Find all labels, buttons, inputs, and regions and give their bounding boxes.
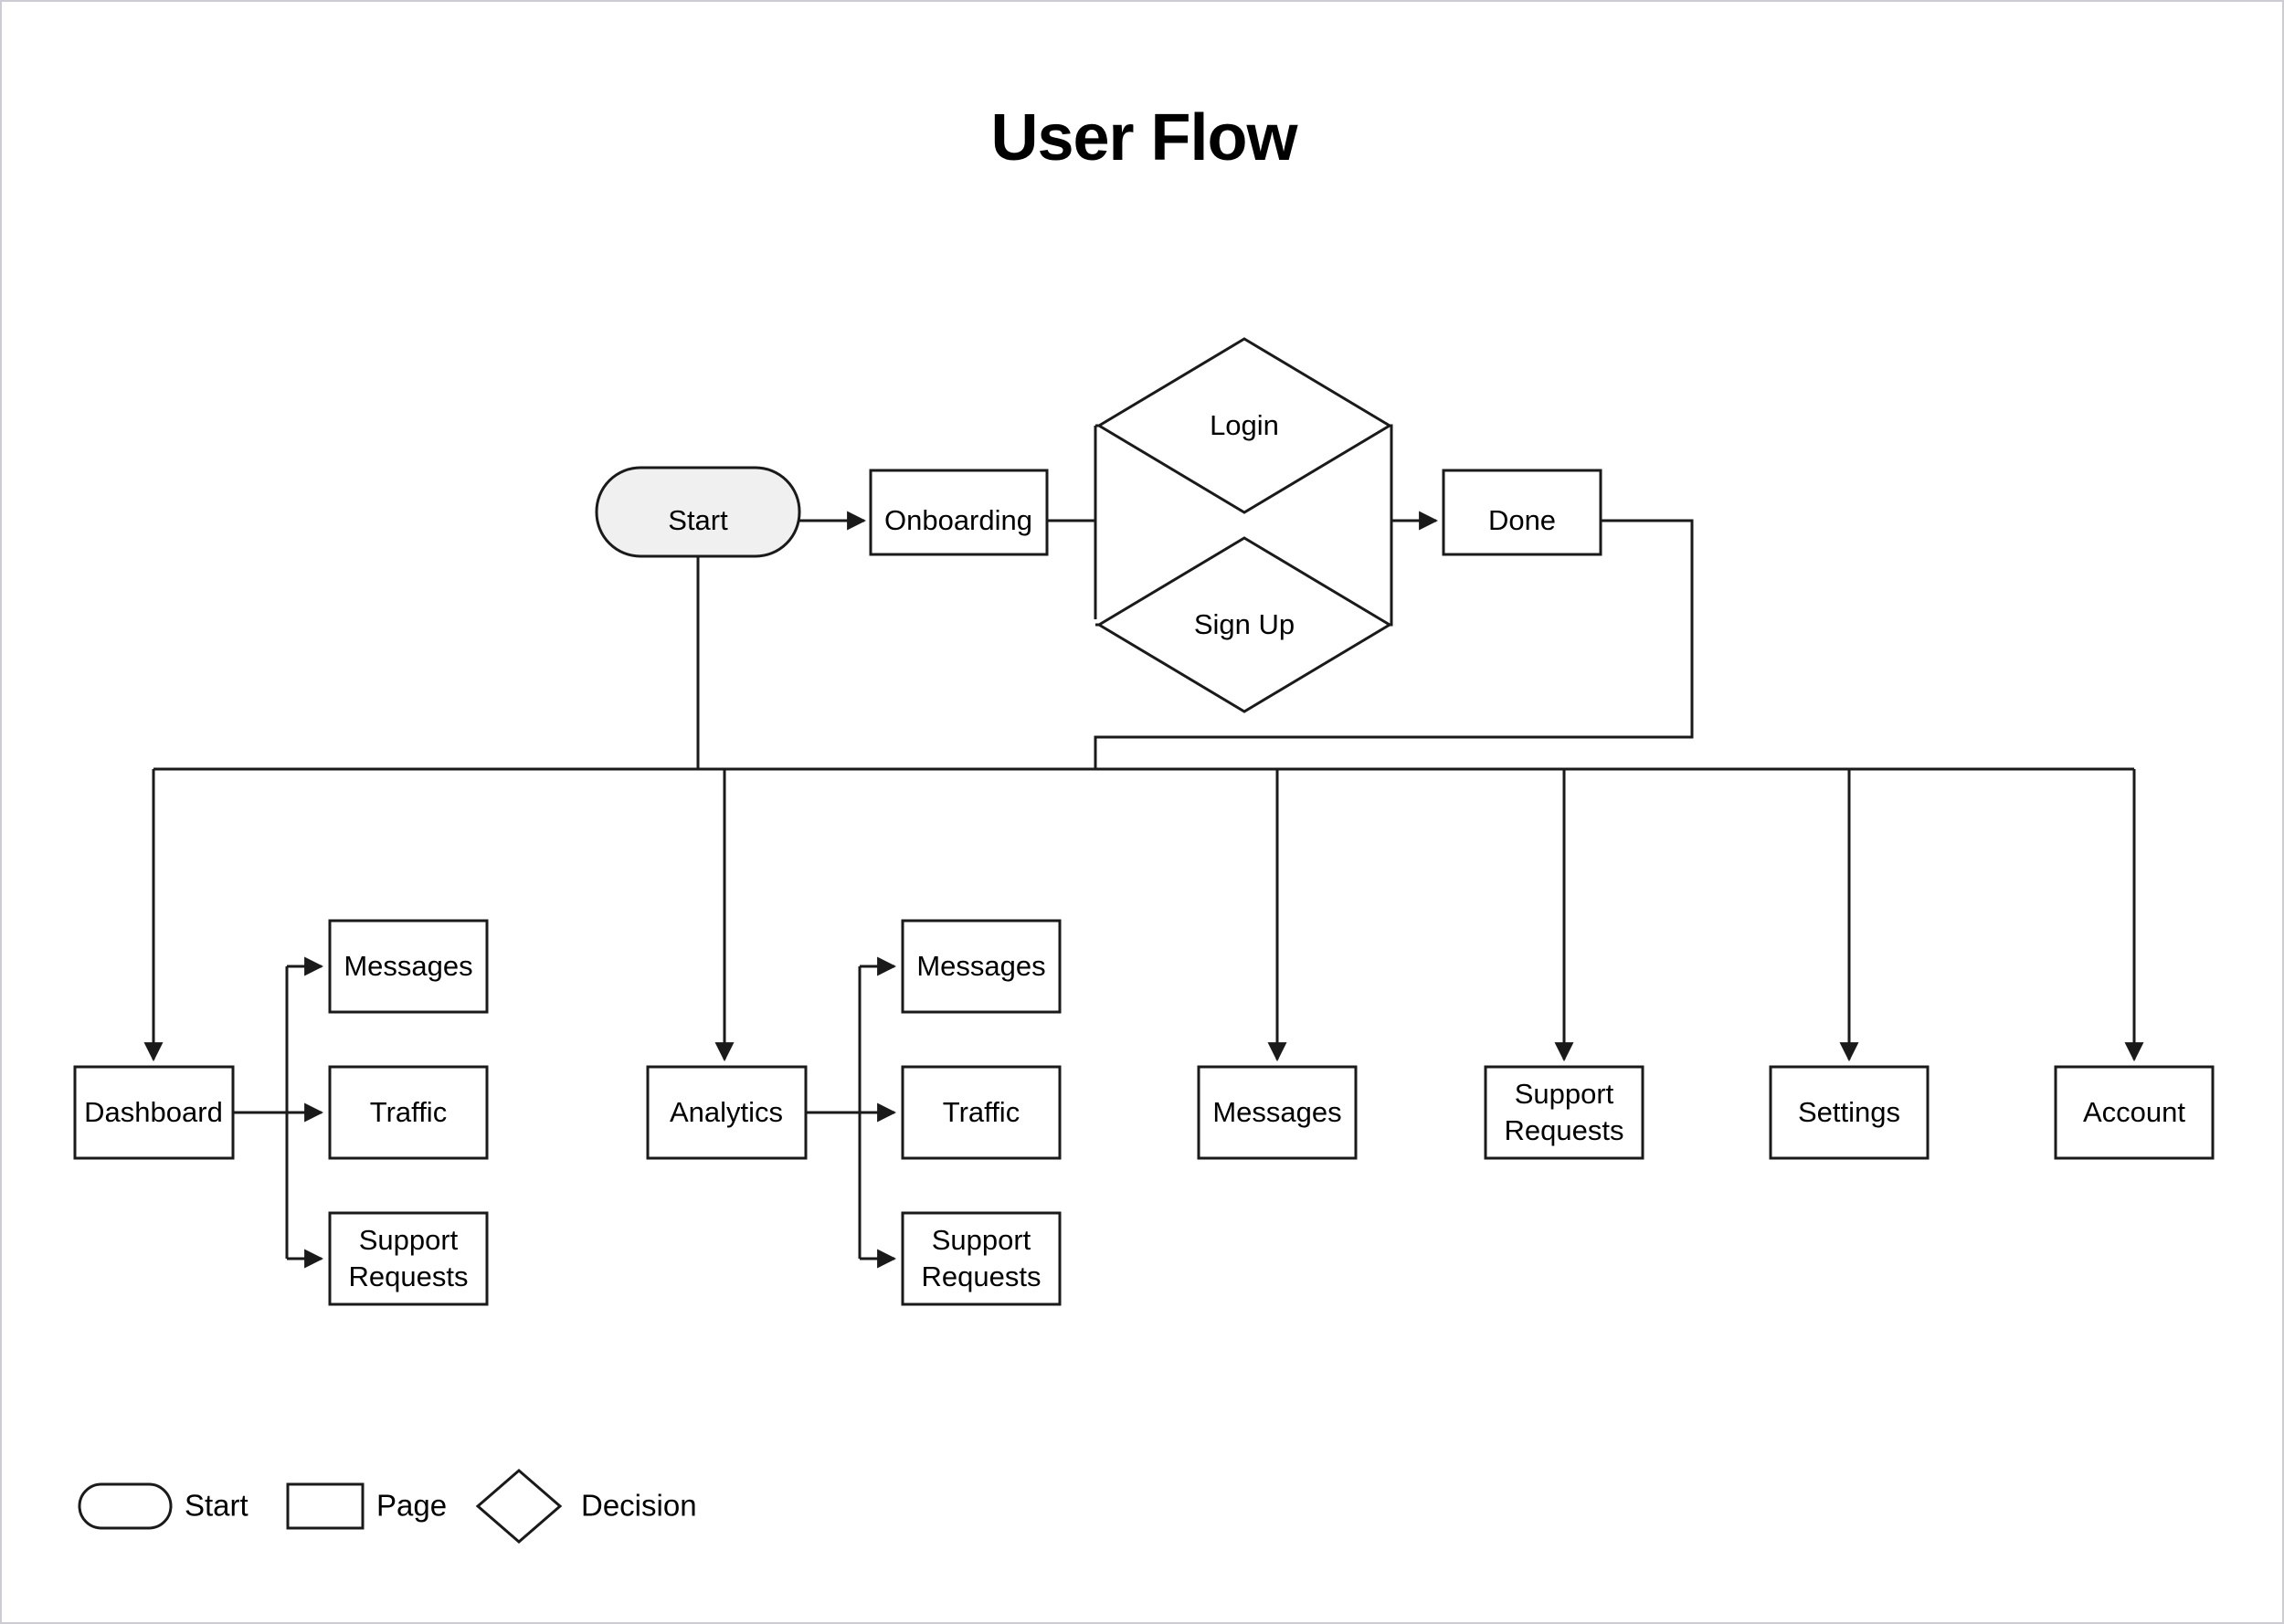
legend: Start Page Decision bbox=[78, 1469, 697, 1544]
legend-page-label: Page bbox=[376, 1489, 447, 1523]
node-dashboard-traffic[interactable]: Traffic bbox=[328, 1065, 489, 1160]
edge-login-to-merge bbox=[1390, 424, 1393, 521]
node-support-requests-label-line2: Requests bbox=[1505, 1114, 1624, 1146]
node-start-label: Start bbox=[668, 504, 728, 536]
legend-decision-shape-icon bbox=[475, 1469, 563, 1544]
node-dashboard-messages[interactable]: Messages bbox=[328, 919, 489, 1014]
node-analytics[interactable]: Analytics bbox=[646, 1065, 808, 1160]
node-settings[interactable]: Settings bbox=[1769, 1065, 1930, 1160]
node-analytics-label: Analytics bbox=[670, 1096, 783, 1128]
edge-done-to-bus bbox=[1094, 519, 1694, 769]
node-dashboard-support-requests[interactable]: Support Requests bbox=[328, 1211, 489, 1306]
legend-start-shape-icon bbox=[78, 1482, 173, 1530]
node-analytics-traffic[interactable]: Traffic bbox=[901, 1065, 1062, 1160]
node-analytics-messages[interactable]: Messages bbox=[901, 919, 1062, 1014]
node-dashboard-messages-label: Messages bbox=[344, 950, 472, 982]
node-support-requests[interactable]: Support Requests bbox=[1484, 1065, 1644, 1160]
node-analytics-messages-label: Messages bbox=[916, 950, 1045, 982]
node-account[interactable]: Account bbox=[2054, 1065, 2215, 1160]
edge-signup-to-merge bbox=[1390, 521, 1393, 627]
legend-start-label: Start bbox=[185, 1489, 248, 1523]
node-settings-label: Settings bbox=[1798, 1096, 1900, 1128]
legend-decision-label: Decision bbox=[581, 1489, 697, 1523]
legend-page-shape-icon bbox=[286, 1482, 365, 1530]
node-analytics-support-label-line1: Support bbox=[932, 1224, 1031, 1256]
node-dashboard-label: Dashboard bbox=[84, 1096, 223, 1128]
node-onboarding[interactable]: Onboarding bbox=[869, 469, 1049, 556]
node-dashboard-support-label-line1: Support bbox=[359, 1224, 459, 1256]
node-onboarding-label: Onboarding bbox=[884, 504, 1032, 536]
node-login-label: Login bbox=[1210, 409, 1279, 441]
legend-item-decision: Decision bbox=[475, 1469, 697, 1544]
node-done[interactable]: Done bbox=[1442, 469, 1602, 556]
node-dashboard-traffic-label: Traffic bbox=[370, 1096, 447, 1128]
node-login[interactable]: Login bbox=[1096, 337, 1392, 514]
node-signup[interactable]: Sign Up bbox=[1096, 536, 1392, 713]
node-analytics-traffic-label: Traffic bbox=[943, 1096, 1020, 1128]
node-dashboard-support-label-line2: Requests bbox=[349, 1260, 469, 1292]
node-done-label: Done bbox=[1488, 504, 1556, 536]
node-signup-label: Sign Up bbox=[1194, 608, 1295, 640]
legend-item-start: Start bbox=[78, 1482, 248, 1530]
node-analytics-support-requests[interactable]: Support Requests bbox=[901, 1211, 1062, 1306]
node-messages-label: Messages bbox=[1212, 1096, 1341, 1128]
node-account-label: Account bbox=[2083, 1096, 2185, 1128]
node-messages[interactable]: Messages bbox=[1197, 1065, 1358, 1160]
node-analytics-support-label-line2: Requests bbox=[922, 1260, 1042, 1292]
node-dashboard[interactable]: Dashboard bbox=[73, 1065, 235, 1160]
page-title: User Flow bbox=[990, 101, 1297, 174]
node-start[interactable]: Start bbox=[595, 466, 801, 558]
node-support-requests-label-line1: Support bbox=[1515, 1078, 1614, 1110]
legend-item-page: Page bbox=[286, 1482, 447, 1530]
